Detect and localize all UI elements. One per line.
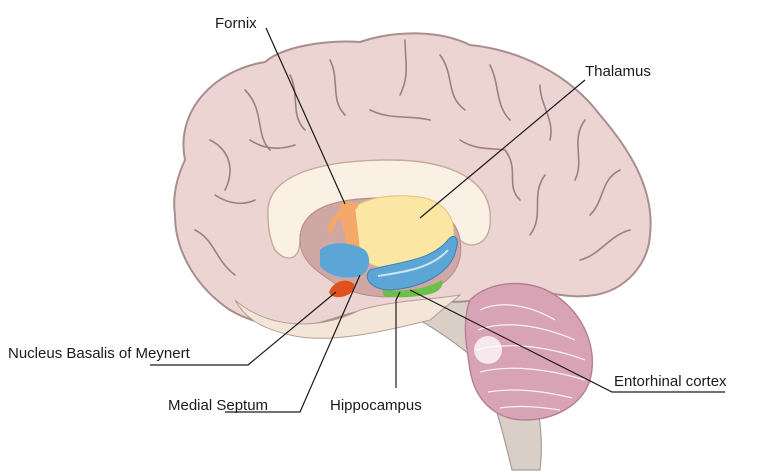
label-entorhinal-cortex: Entorhinal cortex: [614, 373, 727, 390]
cerebellum: [465, 284, 592, 420]
label-nucleus-basalis: Nucleus Basalis of Meynert: [8, 345, 191, 362]
label-hippocampus: Hippocampus: [330, 397, 422, 414]
label-thalamus: Thalamus: [585, 63, 651, 80]
label-medial-septum: Medial Septum: [168, 397, 268, 414]
label-fornix: Fornix: [215, 15, 257, 32]
